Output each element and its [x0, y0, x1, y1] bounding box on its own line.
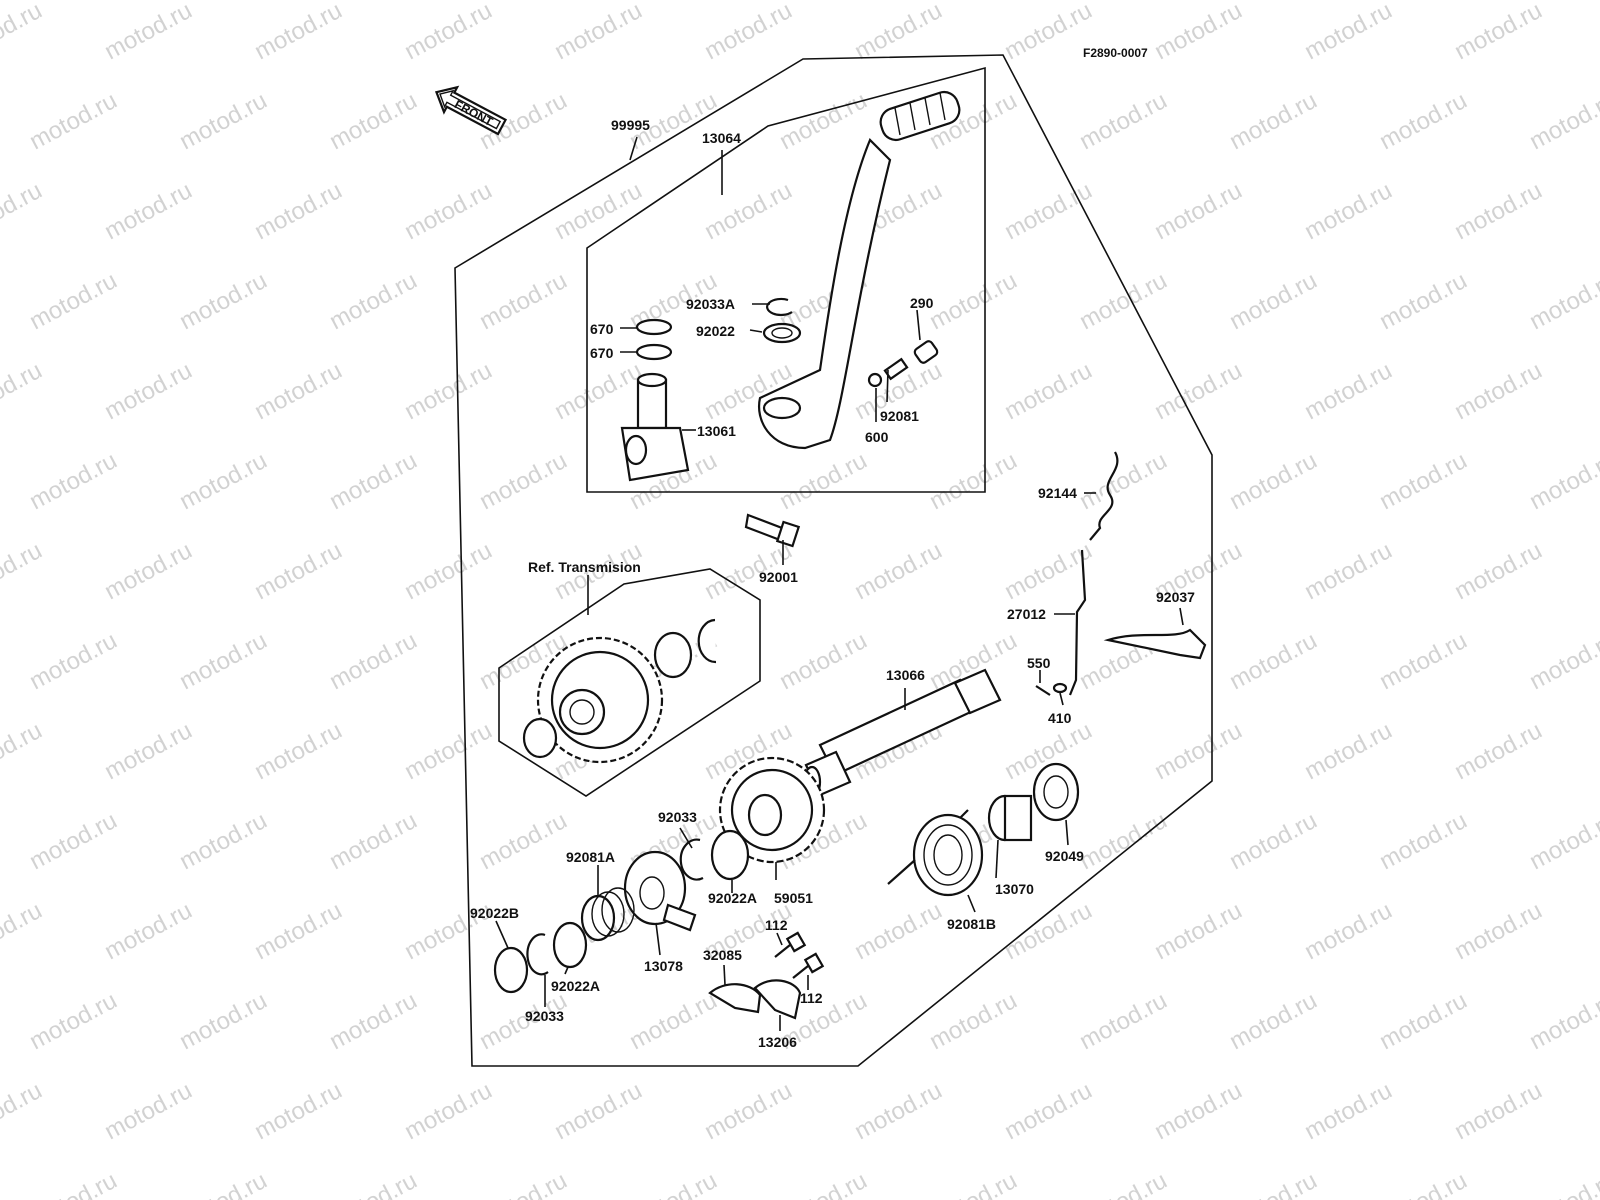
label-92081: 92081: [880, 408, 919, 424]
washer-92022A-mid: [710, 829, 750, 881]
label-92049: 92049: [1045, 848, 1084, 864]
label-550: 550: [1027, 655, 1051, 671]
label-92033A: 92033A: [686, 296, 735, 312]
label-670-lower: 670: [590, 345, 614, 361]
circlip-92033-mid: [679, 838, 704, 881]
ref-transmission-box: [498, 568, 761, 797]
ball-600: [867, 372, 883, 388]
label-670-upper: 670: [590, 321, 614, 337]
label-99995: 99995: [611, 117, 650, 133]
plug-290: [913, 340, 939, 364]
transmission-gear: [536, 636, 664, 764]
bolt-112-upper: [774, 931, 807, 958]
label-13078: 13078: [644, 958, 683, 974]
circlip-92033A: [766, 297, 793, 317]
bracket-92037: [1103, 628, 1207, 660]
o-ring-670-lower: [635, 343, 673, 361]
transmission-circlip: [697, 618, 717, 664]
label-92022A-mid: 92022A: [708, 890, 757, 906]
bolt-112-lower: [792, 952, 825, 979]
label-59051: 59051: [774, 890, 813, 906]
label-290: 290: [910, 295, 934, 311]
guide-13070: [987, 794, 1033, 842]
bolt-92001: [744, 513, 801, 548]
label-92081B: 92081B: [947, 916, 996, 932]
transmission-washer: [522, 717, 558, 759]
label-92081A: 92081A: [566, 849, 615, 865]
washer-92022A-low: [552, 921, 588, 969]
label-13206: 13206: [758, 1034, 797, 1050]
spring-92081A: [580, 887, 635, 942]
label-13070: 13070: [995, 881, 1034, 897]
part-labels: 99995 13064 92033A 92022 290 670 670 130…: [470, 117, 1195, 1050]
oil-seal-92049: [1032, 762, 1080, 822]
ref-transmission-label: Ref. Transmision: [528, 559, 641, 575]
label-92022B: 92022B: [470, 905, 519, 921]
label-13066: 13066: [886, 667, 925, 683]
label-92001: 92001: [759, 569, 798, 585]
label-600: 600: [865, 429, 889, 445]
label-13061: 13061: [697, 423, 736, 439]
ratchet-13078: [623, 850, 697, 932]
washer-92022B: [493, 946, 529, 994]
leader-lines: [495, 136, 1184, 1031]
kick-shaft-13061: [620, 372, 690, 482]
transmission-ring: [653, 631, 693, 679]
diagram-code: F2890-0007: [1083, 46, 1148, 60]
kick-pedal-lever: [758, 90, 961, 450]
washer-92022: [762, 322, 802, 344]
label-112-upper: 112: [765, 917, 788, 933]
washer-410: [1052, 682, 1068, 694]
label-27012: 27012: [1007, 606, 1046, 622]
label-13064: 13064: [702, 130, 741, 146]
guide-plate-13206: [753, 979, 802, 1020]
label-92022A-low: 92022A: [551, 978, 600, 994]
pin-550: [1035, 685, 1051, 696]
kick-gear-59051: [718, 756, 826, 864]
label-92033-mid: 92033: [658, 809, 697, 825]
o-ring-670-upper: [635, 318, 673, 336]
label-112-lower: 112: [800, 990, 823, 1006]
kick-pedal-subassembly-box: [586, 66, 986, 493]
label-92033-low: 92033: [525, 1008, 564, 1024]
circlip-92033-low: [526, 933, 549, 976]
spring-92144: [1089, 451, 1119, 541]
label-32085: 32085: [703, 947, 742, 963]
guide-plate-32085: [708, 983, 762, 1014]
rod-27012: [1068, 549, 1087, 696]
label-410: 410: [1048, 710, 1072, 726]
return-spring-92081B: [887, 809, 984, 897]
label-92144: 92144: [1038, 485, 1077, 501]
assembly-boundary: [454, 54, 1213, 1067]
label-92022: 92022: [696, 323, 735, 339]
label-92037: 92037: [1156, 589, 1195, 605]
